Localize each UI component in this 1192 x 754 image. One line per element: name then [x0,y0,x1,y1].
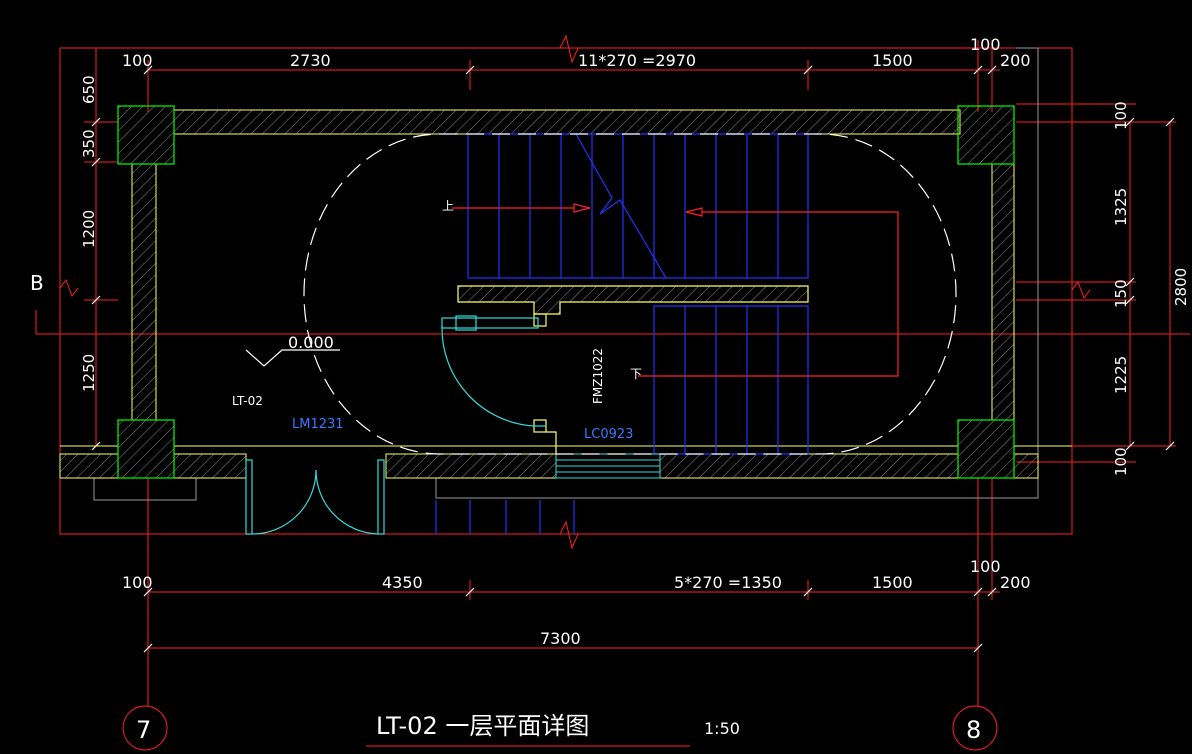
dim-left-3: 1200 [80,210,98,248]
drawing-scale: 1:50 [704,719,740,738]
dim-bottom-4: 1500 [872,573,913,592]
fire-door-label: FMZ1022 [591,348,605,404]
stairwell-outline [303,133,957,455]
bottom-dimension-texts: 100 4350 5*270 =1350 1500 100 200 7300 [122,557,1031,648]
walls [59,109,1072,479]
left-dimension-texts: 650 350 1200 1250 [80,75,98,392]
right-dimension-texts: 100 1325 150 1225 100 2800 [1112,101,1190,476]
dim-top-1: 100 [122,51,153,70]
dim-top-4: 1500 [872,51,913,70]
window-label: LC0923 [584,427,633,442]
dim-bottom-5: 100 [970,557,1001,576]
down-label: 下 [630,367,642,381]
dim-top-2: 2730 [290,51,331,70]
dim-right-total: 2800 [1172,268,1190,306]
entry-door-lm1231 [245,459,385,535]
dim-left-4: 1250 [80,354,98,392]
dim-top-5: 100 [970,35,1001,54]
stair-id-label: LT-02 [232,394,263,408]
slab-outline [93,47,1039,501]
dim-left-2: 350 [80,129,98,158]
dim-bottom-3: 5*270 =1350 [674,573,782,592]
dim-left-1: 650 [80,75,98,104]
axis-label-left: 7 [136,716,151,744]
drawing-title: LT-02 一层平面详图 [376,712,589,740]
column-bottom-left [117,419,175,479]
axis-label-right: 8 [966,716,981,744]
columns [117,105,1015,479]
dim-top-3: 11*270 =2970 [578,51,696,70]
dim-right-4: 1225 [1112,356,1130,394]
dimension-lines [35,34,1190,751]
dim-bottom-1: 100 [122,573,153,592]
elevation-symbol [245,349,340,367]
dim-right-1: 100 [1112,101,1130,130]
column-top-left [117,105,175,165]
column-top-right [957,105,1015,165]
section-mark: B [30,271,44,295]
top-dimension-texts: 100 2730 11*270 =2970 1500 100 200 [122,35,1031,70]
dim-right-2: 1325 [1112,188,1130,226]
dim-top-6: 200 [1000,51,1031,70]
dim-bottom-6: 200 [1000,573,1031,592]
dim-bottom-2: 4350 [382,573,423,592]
door-main-label: LM1231 [292,417,344,432]
dim-right-5: 100 [1112,447,1130,476]
dim-right-3: 150 [1112,279,1130,308]
dim-overall: 7300 [540,629,581,648]
stair-flight-upper [467,133,809,279]
entry-steps [555,453,661,479]
fire-door-fmz1022 [441,315,546,427]
stair-flight-lower [435,305,809,534]
walk-arrows [452,203,899,377]
column-bottom-right [957,419,1015,479]
elevation-label: 0.000 [288,333,334,352]
up-label: 上 [442,199,454,213]
